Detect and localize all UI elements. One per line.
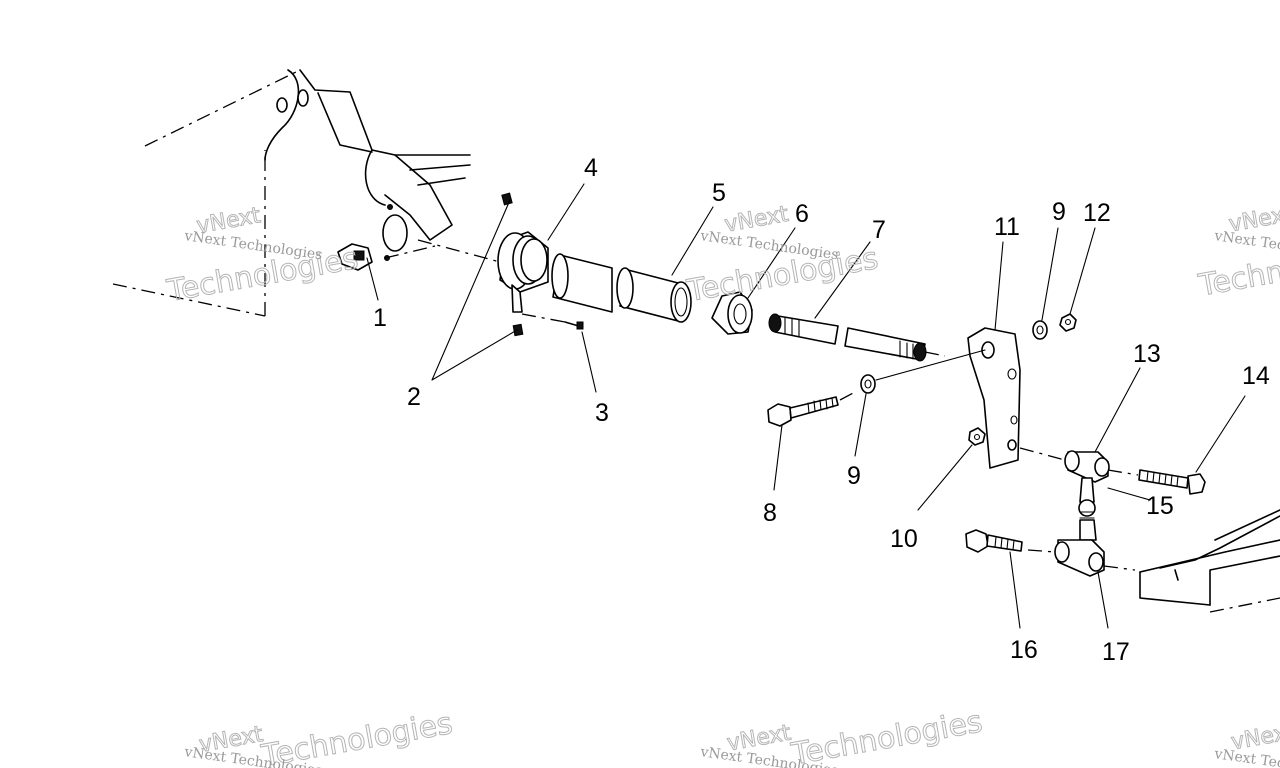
part-9-washer-low [860, 349, 986, 394]
watermark-text-1: vNext Technologies [182, 228, 323, 263]
part-6-spacer [711, 291, 753, 335]
part-4-collar [497, 231, 549, 313]
watermark-text-2: vNext Technologies [698, 228, 839, 263]
callout-3: 3 [595, 399, 609, 427]
callout-8: 8 [763, 499, 777, 527]
callout-7: 7 [872, 216, 886, 244]
frame-bracket [112, 69, 501, 317]
part-10-nut [968, 427, 986, 446]
part-5-bushing [551, 253, 692, 323]
part-9-washer-top [1032, 320, 1048, 340]
part-1-nut [337, 243, 373, 271]
callout-5: 5 [712, 179, 726, 207]
callout-17: 17 [1102, 638, 1130, 666]
frame-lower-right [1139, 509, 1280, 613]
callout-2: 2 [407, 383, 421, 411]
part-16-bolt [965, 529, 1023, 553]
callout-1: 1 [373, 304, 387, 332]
part-8-bolt [767, 391, 856, 427]
part-17-rod-end-lower [1027, 519, 1136, 577]
callout-13: 13 [1133, 340, 1161, 368]
callout-4: 4 [584, 154, 598, 182]
part-7-shaft [768, 313, 946, 362]
callout-15: 15 [1146, 492, 1174, 520]
callout-12: 12 [1083, 199, 1111, 227]
watermark: vNext Technologies vNext Technologies vN… [163, 201, 1280, 768]
callout-9-top: 9 [1052, 198, 1066, 226]
part-12-nut [1059, 313, 1077, 332]
callout-14: 14 [1242, 362, 1270, 390]
part-2-set-screws [501, 192, 524, 337]
part-14-bolt [1107, 469, 1206, 495]
part-11-arm [967, 327, 1066, 469]
part-3-screw [521, 313, 584, 330]
leader-lines [366, 183, 1246, 629]
callout-11: 11 [994, 213, 1020, 241]
callout-numbers: 1 2 3 4 5 6 7 8 9 9 10 11 12 13 14 15 16… [373, 154, 1270, 666]
callout-10: 10 [890, 525, 918, 553]
callout-16: 16 [1010, 636, 1038, 664]
callout-6: 6 [795, 200, 809, 228]
part-13-rod-end-upper [1064, 450, 1110, 519]
callout-9-low: 9 [847, 462, 861, 490]
watermark-big-10: Technologies [788, 704, 985, 768]
